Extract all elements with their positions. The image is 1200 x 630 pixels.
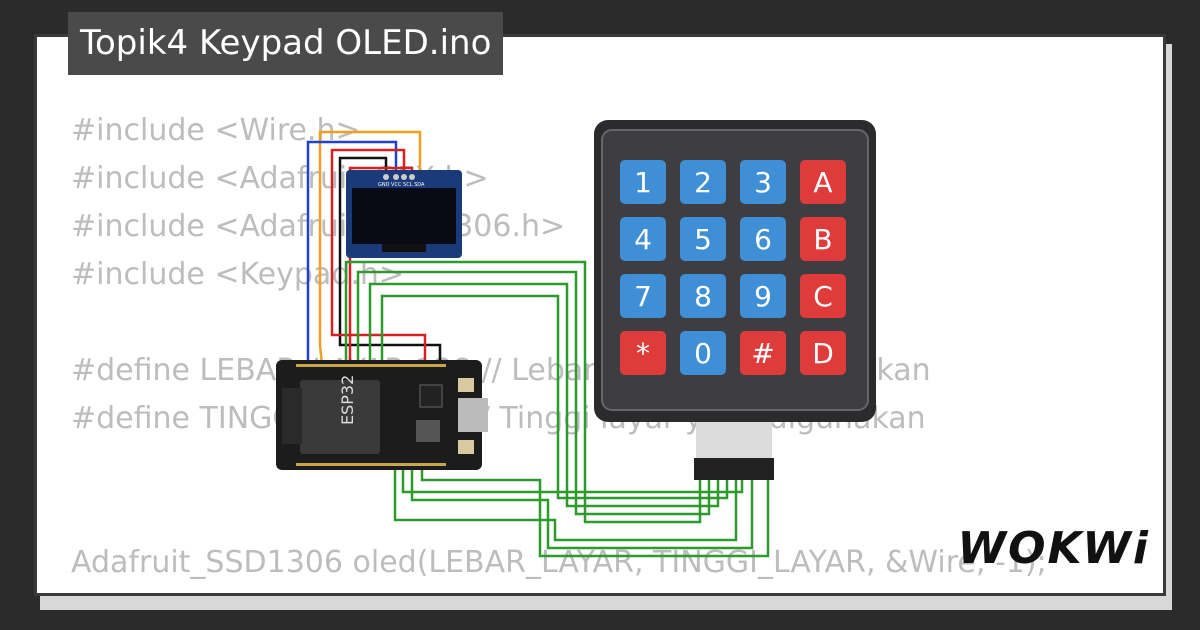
keypad-key-D[interactable]: D xyxy=(800,331,846,375)
wokwi-logo[interactable]: WOKWi xyxy=(957,523,1150,574)
wire-red xyxy=(330,148,427,365)
keypad-key-label: 7 xyxy=(634,280,652,313)
keypad-key-label: 2 xyxy=(694,166,712,199)
keypad-key-4[interactable]: 4 xyxy=(620,217,666,261)
oled-display[interactable]: GND VCC SCL SDA xyxy=(346,170,462,258)
keypad-key-label: 6 xyxy=(754,223,772,256)
oled-pin-labels: GND VCC SCL SDA xyxy=(378,182,425,188)
keypad-key-#[interactable]: # xyxy=(740,331,786,375)
keypad-key-label: 8 xyxy=(694,280,712,313)
keypad-key-label: D xyxy=(812,337,834,370)
keypad[interactable]: 1 2 3 A 4 5 6 B 7 8 9 C * 0 # D xyxy=(594,120,876,422)
keypad-key-6[interactable]: 6 xyxy=(740,217,786,261)
keypad-key-label: 3 xyxy=(754,166,772,199)
keypad-key-5[interactable]: 5 xyxy=(680,217,726,261)
esp32-board[interactable]: ESP32 xyxy=(276,360,488,470)
keypad-key-1[interactable]: 1 xyxy=(620,160,666,204)
keypad-key-0[interactable]: 0 xyxy=(680,331,726,375)
code-line: Adafruit_SSD1306 oled(LEBAR_LAYAR, TINGG… xyxy=(71,545,1047,580)
keypad-key-label: 9 xyxy=(754,280,772,313)
keypad-connector xyxy=(694,420,774,480)
keypad-key-label: 0 xyxy=(694,337,712,370)
wire-black xyxy=(338,156,442,365)
keypad-key-*[interactable]: * xyxy=(620,331,666,375)
keypad-key-label: 1 xyxy=(634,166,652,199)
keypad-wires xyxy=(344,260,770,558)
oled-wires xyxy=(306,130,442,366)
esp32-chip-label: ESP32 xyxy=(338,375,357,425)
wire-blue xyxy=(306,140,398,365)
project-title[interactable]: Topik4 Keypad OLED.ino xyxy=(68,12,504,75)
keypad-key-7[interactable]: 7 xyxy=(620,274,666,318)
wire-orange xyxy=(318,130,422,366)
keypad-key-8[interactable]: 8 xyxy=(680,274,726,318)
keypad-key-label: * xyxy=(636,337,650,370)
keypad-key-3[interactable]: 3 xyxy=(740,160,786,204)
keypad-key-label: # xyxy=(751,337,774,370)
keypad-key-B[interactable]: B xyxy=(800,217,846,261)
keypad-key-C[interactable]: C xyxy=(800,274,846,318)
keypad-key-label: B xyxy=(813,223,832,256)
keypad-key-2[interactable]: 2 xyxy=(680,160,726,204)
keypad-key-label: 4 xyxy=(634,223,652,256)
keypad-key-A[interactable]: A xyxy=(800,160,846,204)
keypad-key-label: 5 xyxy=(694,223,712,256)
keypad-key-label: A xyxy=(813,166,832,199)
keypad-key-label: C xyxy=(813,280,833,313)
keypad-key-9[interactable]: 9 xyxy=(740,274,786,318)
